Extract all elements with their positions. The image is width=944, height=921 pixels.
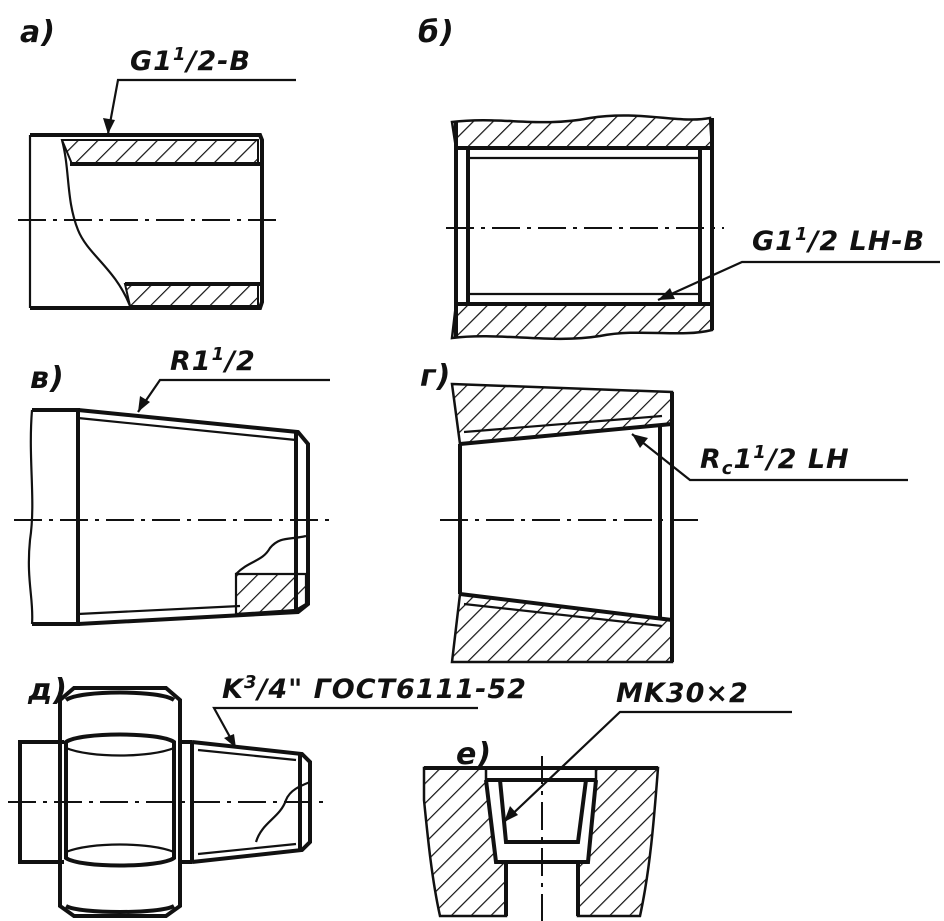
figure-v-designation: R11/2 — [170, 344, 256, 377]
figure-d-leader — [212, 706, 478, 749]
figure-g-arrow — [632, 434, 648, 448]
figure-b: б) G11/2 LH-B — [418, 15, 940, 341]
figure-a-arrow — [103, 118, 115, 134]
figure-a-top-wall — [60, 139, 259, 165]
figure-b-top-wall — [450, 114, 714, 150]
figure-a-label: а) — [20, 15, 56, 50]
figure-g-root-bottom — [463, 602, 663, 628]
figure-a-frac-rest: /2-B — [183, 46, 250, 77]
figure-a-leader — [106, 78, 296, 135]
figure-v-root-top — [77, 416, 297, 442]
figure-g-label: г) — [420, 359, 451, 394]
figure-g: г) Rc11/2 LH — [420, 359, 908, 664]
figure-d: д) K3/4" ГОСТ6111-52 — [8, 672, 527, 918]
figure-g-bottom-wall — [450, 592, 674, 664]
figure-d-root-bottom — [197, 842, 297, 856]
figure-e-arrow — [504, 806, 518, 822]
figure-g-thread-top — [459, 422, 673, 446]
figure-d-hex-bottom-arc — [65, 904, 175, 914]
figure-d-root-top — [197, 748, 297, 762]
figure-v-break — [27, 409, 34, 625]
figure-v-arrow — [138, 396, 150, 412]
figure-d-break — [254, 780, 311, 843]
figure-v-section — [234, 572, 308, 616]
figure-d-hex-face — [64, 732, 176, 868]
figure-d-hex-top-arc — [64, 690, 176, 702]
figure-g-leader — [631, 433, 908, 482]
figure-b-arrow — [658, 288, 675, 300]
figure-v-leader — [137, 378, 330, 413]
figure-b-designation: G11/2 LH-B — [752, 224, 925, 257]
figure-v-shank — [32, 408, 80, 626]
figure-d-designation: K3/4" ГОСТ6111-52 — [222, 672, 527, 705]
figure-e-designation: MK30×2 — [616, 678, 749, 709]
figure-g-thread-bottom — [459, 592, 673, 622]
figure-v-root-bottom — [77, 604, 241, 616]
figure-d-hex-face-arc2 — [65, 843, 175, 854]
figure-a-frac-sup: 1 — [173, 44, 187, 65]
figure-g-root-top — [463, 414, 663, 434]
figure-g-designation: Rc11/2 LH — [700, 442, 850, 479]
figure-b-leader — [657, 260, 940, 302]
figure-v-taper — [77, 408, 310, 626]
figure-e: е) MK30×2 — [422, 678, 792, 921]
figure-b-bottom-wall — [450, 302, 714, 341]
figure-v-section-break — [235, 534, 307, 575]
figure-d-hex-nut — [58, 686, 182, 918]
figure-a: а) G11/2-B — [18, 15, 296, 310]
figure-a-designation: G11/2-B — [130, 44, 251, 77]
figure-d-hex-face-arc1 — [65, 746, 175, 757]
figure-a-bottom-wall — [123, 283, 259, 307]
figure-v: в) R11/2 — [14, 344, 330, 626]
figure-b-label: б) — [418, 15, 455, 50]
figure-a-break-line — [60, 139, 132, 307]
figure-v-label: в) — [30, 361, 65, 396]
figure-e-hole-root — [498, 779, 588, 844]
figure-e-leader — [503, 710, 792, 823]
